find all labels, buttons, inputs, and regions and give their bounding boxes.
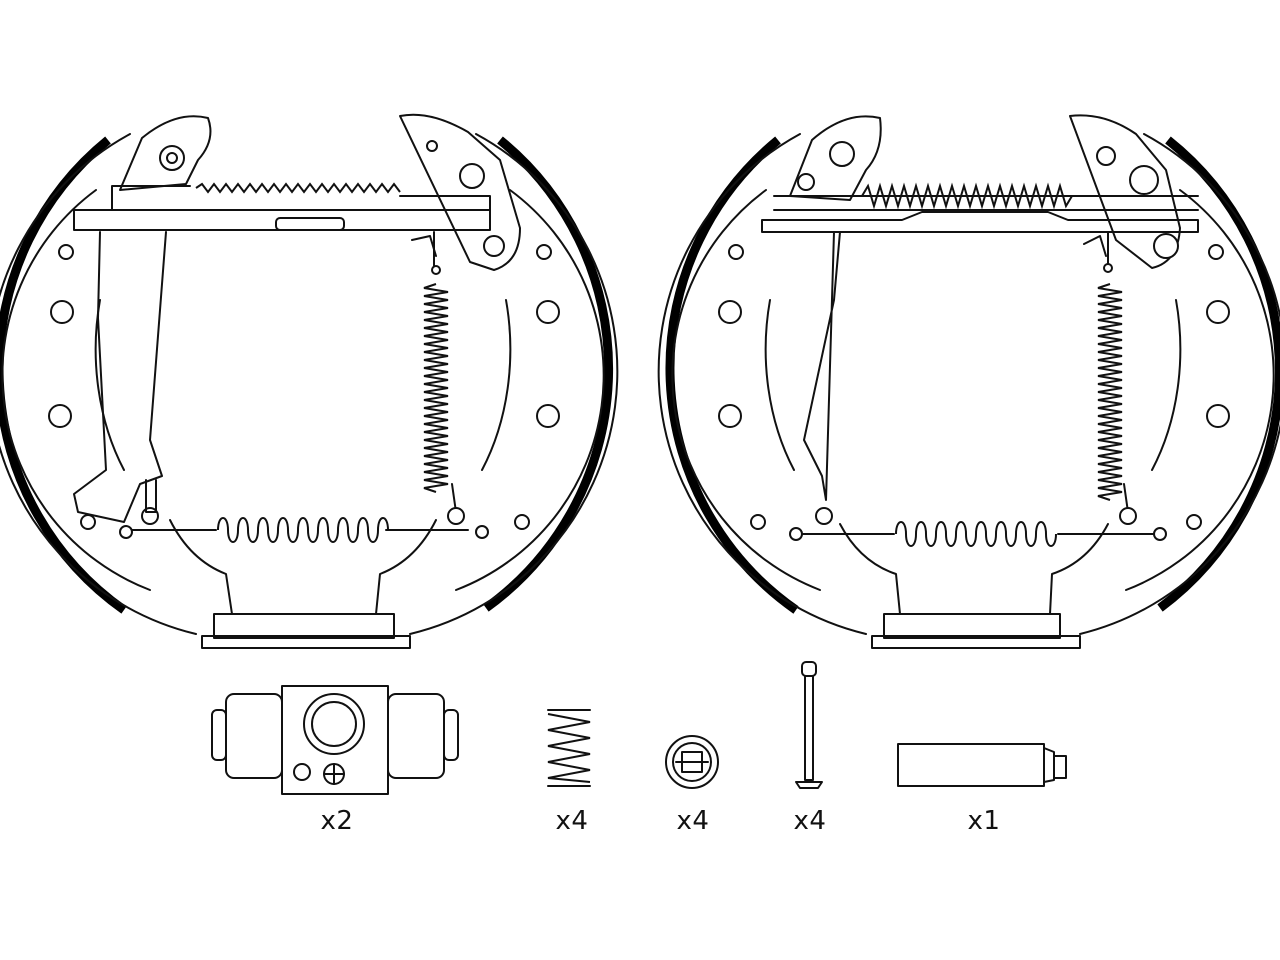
grease-tube-icon — [897, 743, 1067, 787]
brake-lining-left — [0, 136, 127, 614]
spring-cup-icon — [665, 735, 719, 789]
coil-spring-icon — [547, 709, 591, 787]
spring-cup-quantity: x4 — [676, 806, 710, 836]
brake-shoe-assembly-right — [657, 114, 1280, 649]
hold-down-pin-icon — [795, 661, 823, 789]
wheel-cylinder-icon — [211, 685, 459, 795]
brake-lining-right — [483, 136, 614, 612]
grease-tube-quantity: x1 — [967, 806, 1001, 836]
hold-down-pin-quantity: x4 — [793, 806, 827, 836]
wheel-cylinder-quantity: x2 — [320, 806, 354, 836]
brake-lining-left — [665, 136, 799, 614]
brake-shoe-assembly-left — [0, 113, 619, 649]
hold-down-spring-quantity: x4 — [555, 806, 589, 836]
